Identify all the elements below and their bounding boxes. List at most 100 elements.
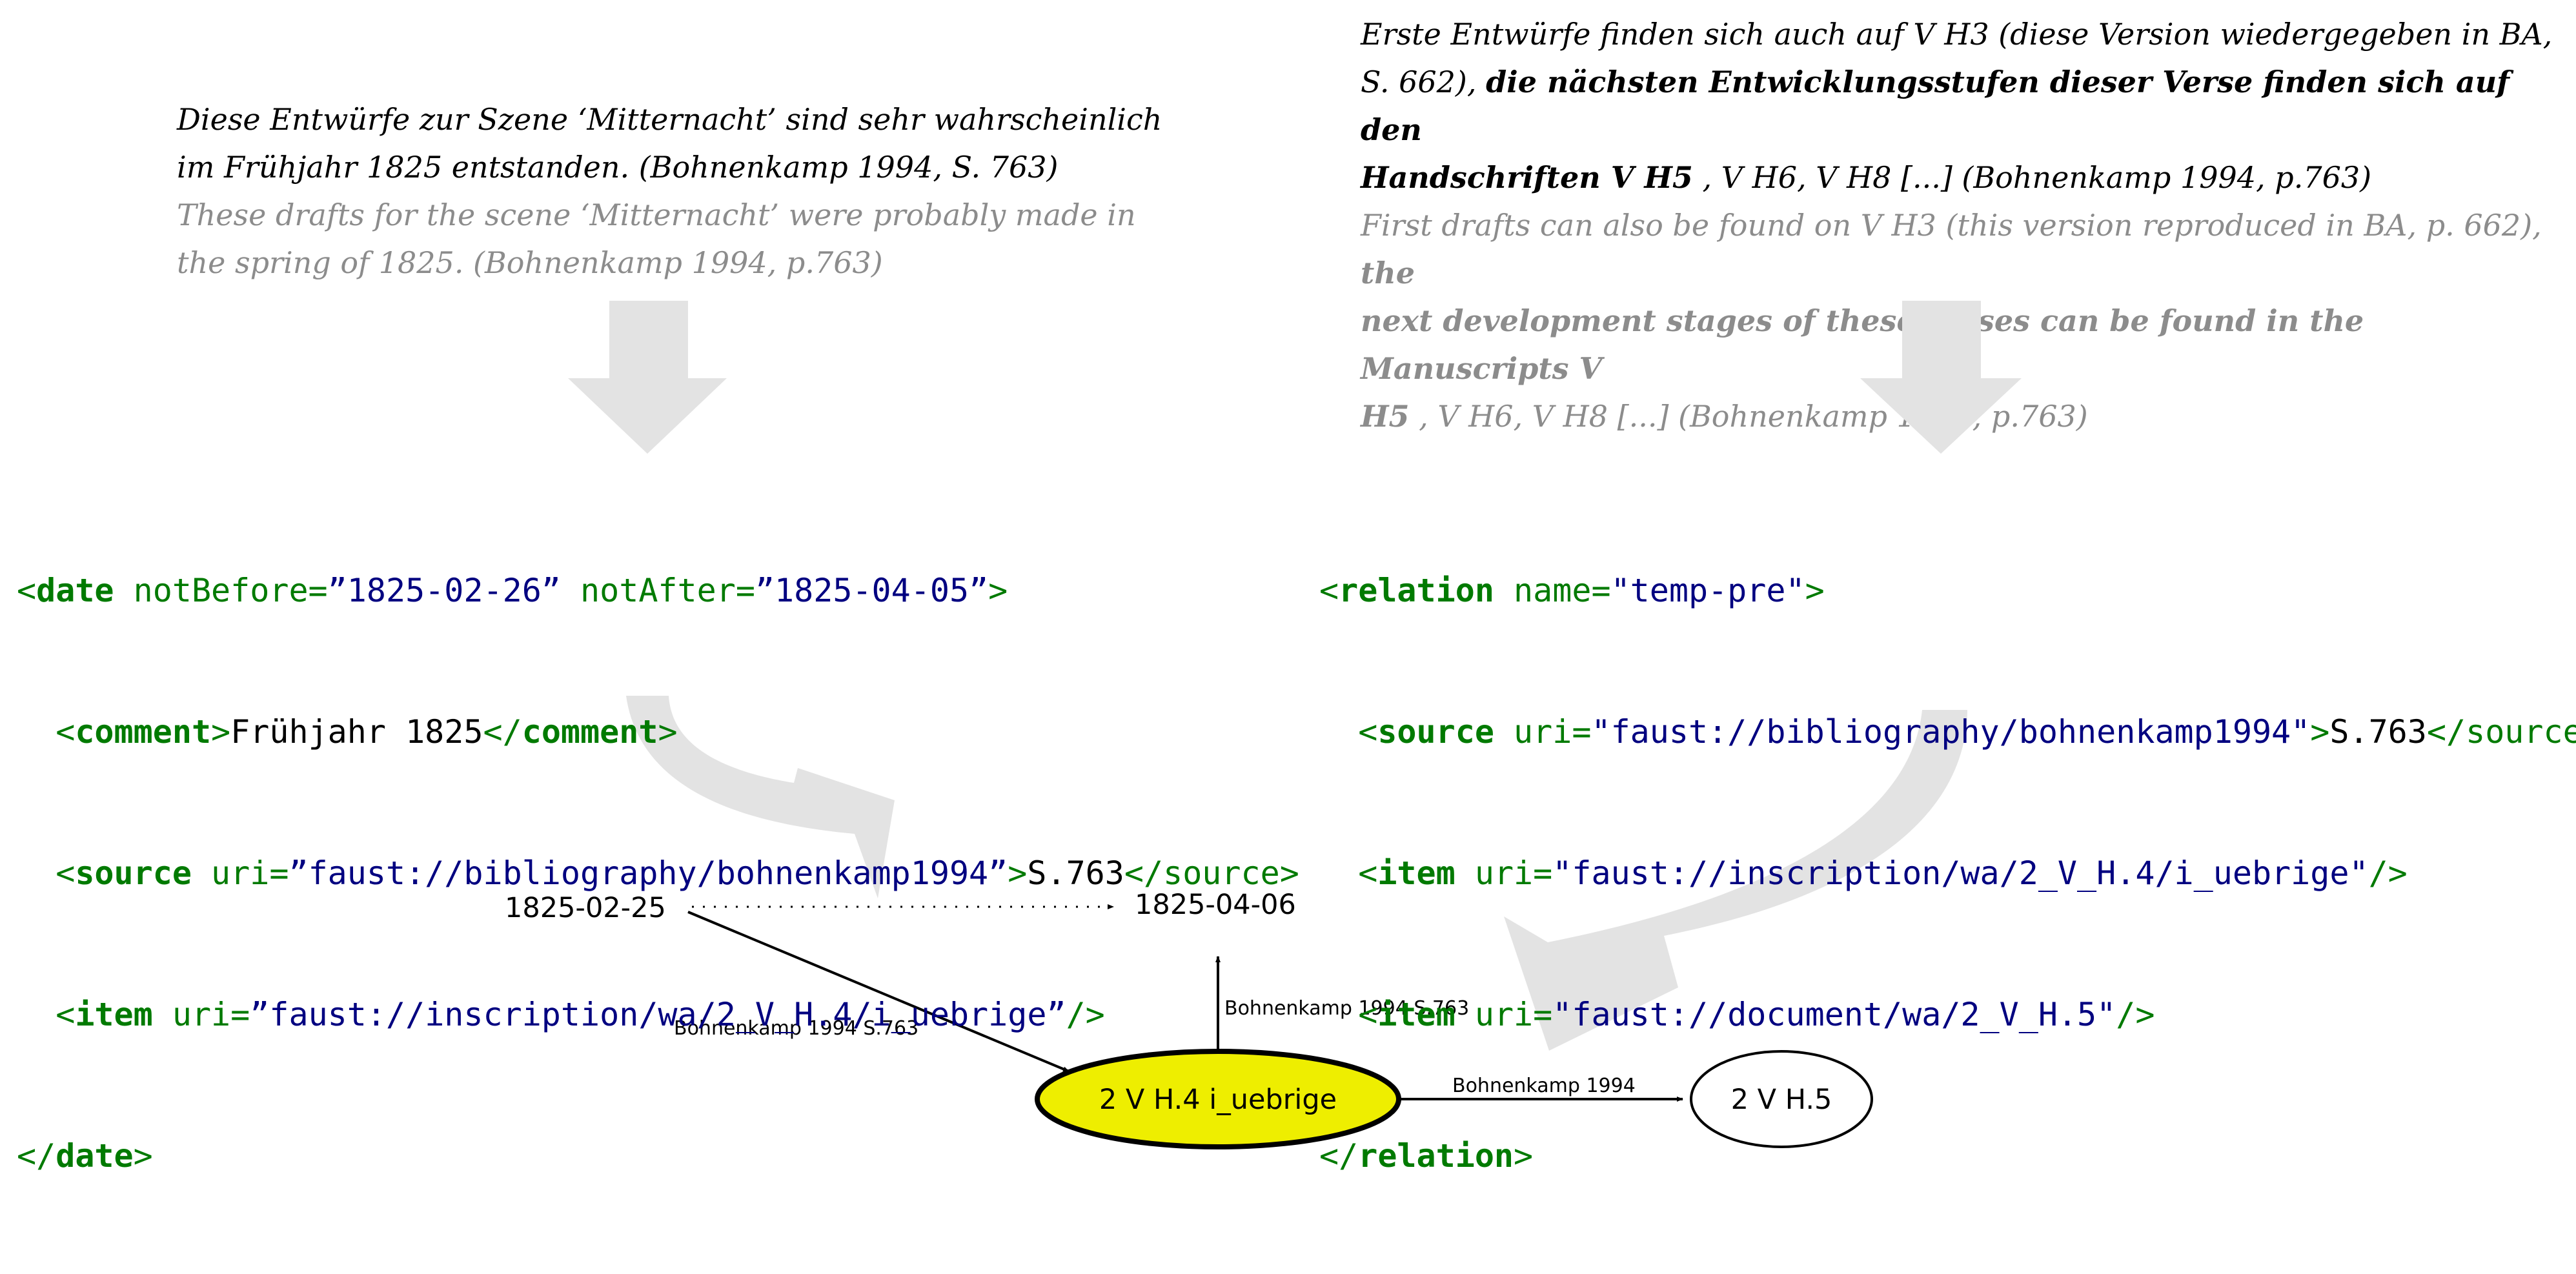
code-line: <source uri="faust://bibliography/bohnen… [1319,709,2576,756]
code-tag: comment [75,713,212,751]
quote-right-en-line-2: next development stages of these verses … [1361,297,2576,392]
code-attr: uri= [152,996,250,1033]
code-punct: </ [1319,1137,1359,1175]
code-indent [17,713,56,751]
code-punct: < [56,854,76,892]
edge-start-label: Bohnenkamp 1994 S.763 [674,1017,918,1040]
code-tag: item [1377,996,1455,1033]
code-tag: comment [522,713,658,751]
code-value: "temp-pre" [1610,572,1805,609]
code-line: <item uri=”faust://inscription/wa/2_V_H.… [17,991,1299,1038]
code-indent [17,996,56,1033]
quote-right-en-text: First drafts can also be found on V H3 (… [1361,208,2542,243]
code-punct: </ [483,713,522,751]
code-punct: /> [2116,996,2155,1033]
code-punct: > [988,572,1008,609]
edge-other-label: Bohnenkamp 1994 [1452,1075,1636,1097]
code-punct: < [1358,854,1378,892]
quote-right-de-bold-text: die nächsten Entwicklungsstufen dieser V… [1361,65,2510,147]
code-value: "faust://bibliography/bohnenkamp1994" [1591,713,2311,751]
diagram-canvas: Diese Entwürfe zur Szene ‘Mitternacht’ s… [17,10,2576,1175]
code-block-date: <date notBefore=”1825-02-26” notAfter=”1… [17,473,1299,1274]
quote-left-en-line-1: These drafts for the scene ‘Mitternacht’… [177,197,1136,232]
code-value: "faust://document/wa/2_V_H.5" [1552,996,2116,1033]
code-line: <comment>Frühjahr 1825</comment> [17,709,1299,756]
code-value: ”1825-04-05” [755,572,989,609]
code-attr: uri= [1494,713,1592,751]
code-tag: relation [1339,572,1494,609]
code-punct: </source> [1124,854,1299,892]
code-indent [17,854,56,892]
code-tag: item [1377,854,1455,892]
quote-right-de-line-3: Handschriften V H5 , V H6, V H8 [...] (B… [1361,154,2576,201]
code-attr: uri= [1455,996,1553,1033]
diagram-graphics: 1825-02-25 1825-04-06 Bohnenkamp 1994 S.… [505,301,2022,1149]
code-line: <relation name="temp-pre"> [1319,567,2576,614]
code-punct: </source> [2426,713,2576,751]
code-line: <item uri="faust://inscription/wa/2_V_H.… [1319,850,2576,897]
quote-right-de-line-2: S. 662), die nächsten Entwicklungsstufen… [1361,58,2576,154]
code-punct: > [1805,572,1825,609]
code-punct: </ [17,1137,56,1175]
code-tag: source [1377,713,1494,751]
quote-right-en-bold-text: H5 [1361,399,1410,434]
edge-start-to-node [687,911,1070,1073]
code-punct: < [56,713,76,751]
code-value: ”1825-02-26” [327,572,561,609]
quote-right-de-text: S. 662), [1361,65,1486,99]
code-tag: item [75,996,153,1033]
flow-arrow-right-down [1860,301,2022,454]
code-punct: > [658,713,678,751]
code-value: "faust://inscription/wa/2_V_H.4/i_uebrig… [1552,854,2369,892]
node-main-label: 2 V H.4 i_uebrige [1099,1084,1337,1116]
quote-right-en-bold-text: next development stages of these verses … [1361,303,2364,386]
code-indent [1319,854,1358,892]
code-line: <item uri="faust://document/wa/2_V_H.5"/… [1319,991,2576,1038]
quote-right-en-line-1: First drafts can also be found on V H3 (… [1361,201,2576,297]
quote-right: Erste Entwürfe finden sich auch auf V H3… [1361,10,2576,440]
quote-right-de-line-1: Erste Entwürfe finden sich auch auf V H3… [1361,17,2553,52]
code-block-relation: <relation name="temp-pre"> <source uri="… [1319,473,2576,1274]
node-other [1690,1050,1873,1148]
code-punct: > [1514,1137,1534,1175]
code-tag: relation [1358,1137,1514,1175]
flow-arrow-left-down [568,301,727,454]
quote-left-en-line-2: the spring of 1825. (Bohnenkamp 1994, p.… [177,245,883,280]
code-value: ”faust://inscription/wa/2_V_H.4/i_uebrig… [250,996,1066,1033]
code-punct: > [2310,713,2330,751]
code-line: </relation> [1319,1133,2576,1180]
code-tag: source [75,854,192,892]
quote-right-de-text: , V H6, V H8 [...] (Bohnenkamp 1994, p.7… [1692,160,2372,195]
code-tag: date [56,1137,134,1175]
code-punct: > [211,713,231,751]
flow-arrow-left-curve [626,696,895,898]
code-text: S.763 [1027,854,1124,892]
date-end-label: 1825-04-06 [1135,889,1296,921]
edge-end-label: Bohnenkamp 1994 S.763 [1224,997,1469,1020]
node-other-label: 2 V H.5 [1731,1084,1832,1116]
code-indent [1319,996,1358,1033]
flow-arrow-right-curve [1504,710,1967,1051]
node-main [1035,1049,1401,1149]
code-attr: notAfter= [560,572,755,609]
code-line: <date notBefore=”1825-02-26” notAfter=”1… [17,567,1299,614]
code-tag: date [36,572,114,609]
code-punct: < [1358,713,1378,751]
code-punct: < [17,572,37,609]
code-attr: notBefore= [114,572,328,609]
code-punct: < [1319,572,1339,609]
code-punct: < [56,996,76,1033]
quote-left-de-line-1: Diese Entwürfe zur Szene ‘Mitternacht’ s… [177,102,1162,137]
code-line: </date> [17,1133,1299,1180]
quote-right-en-bold-text: the [1361,256,1415,290]
code-punct: > [133,1137,153,1175]
quote-right-de-bold-text: Handschriften V H5 [1361,160,1693,195]
code-punct: < [1358,996,1378,1033]
code-attr: uri= [1455,854,1553,892]
code-punct: > [1008,854,1028,892]
date-start-label: 1825-02-25 [505,892,666,924]
quote-left-de-line-2: im Frühjahr 1825 entstanden. (Bohnenkamp… [177,150,1059,185]
code-punct: /> [2368,854,2408,892]
code-punct: /> [1066,996,1105,1033]
code-line: <source uri=”faust://bibliography/bohnen… [17,850,1299,897]
